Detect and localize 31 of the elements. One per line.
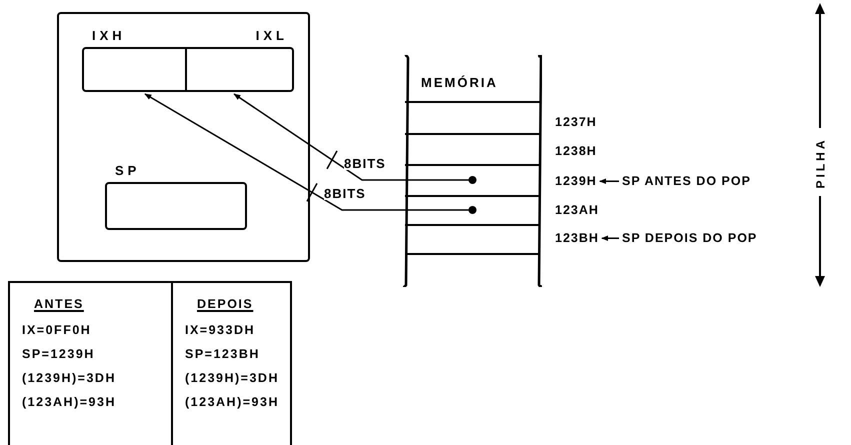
register-name: IXH xyxy=(92,29,126,42)
column-heading: DEPOIS xyxy=(196,296,254,313)
edge-label: 8BITS xyxy=(324,187,366,200)
register-value: (1239H)=3DH xyxy=(22,370,117,387)
arrow xyxy=(599,178,619,184)
arrow xyxy=(234,93,476,184)
register-table-column xyxy=(171,281,292,445)
column-heading: ANTES xyxy=(33,296,85,313)
register-value: (123AH)=93H xyxy=(185,394,280,411)
memory-address: 1238H xyxy=(555,145,597,158)
memory-address: 1237H xyxy=(555,116,597,128)
register-value: (123AH)=93H xyxy=(22,394,117,411)
register-name: IXL xyxy=(256,29,289,42)
memory-address: 123AH xyxy=(555,204,599,216)
memory-address: 123BH xyxy=(555,232,599,244)
stack-label: PILHA xyxy=(814,138,826,188)
arrow xyxy=(601,235,619,242)
processor-box xyxy=(57,12,310,262)
register-value: SP=1239H xyxy=(22,346,96,363)
register-value: SP=123BH xyxy=(185,346,261,363)
register-name: SP xyxy=(115,164,140,177)
arrow xyxy=(144,93,476,214)
register-value: (1239H)=3DH xyxy=(185,370,280,387)
pointer-label: SP ANTES DO POP xyxy=(622,175,751,188)
register-value: IX=933DH xyxy=(185,322,256,339)
register-value: IX=0FF0H xyxy=(22,322,92,339)
pointer-label: SP DEPOIS DO POP xyxy=(622,232,758,244)
edge-label: 8BITS xyxy=(344,157,386,170)
memory-address: 1239H xyxy=(555,175,597,188)
memory-title: MEMÓRIA xyxy=(421,76,498,89)
register-table-column xyxy=(8,281,173,445)
